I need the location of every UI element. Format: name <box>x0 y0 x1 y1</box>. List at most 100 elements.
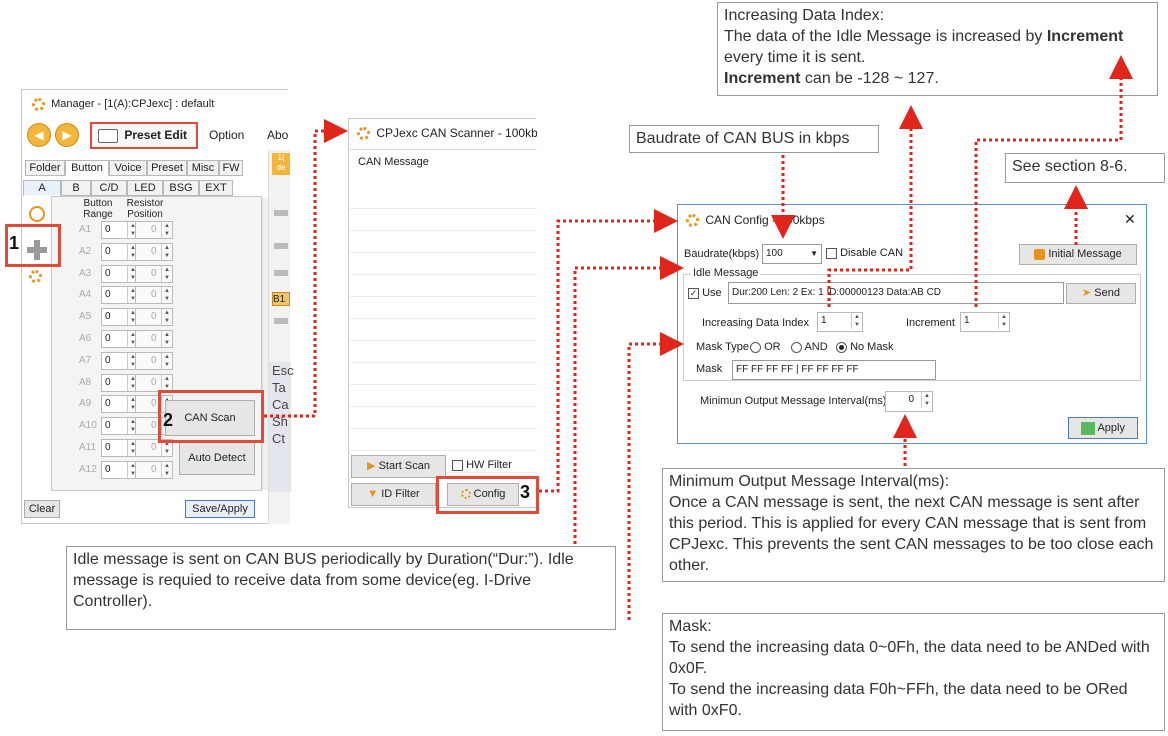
mask-label: Mask <box>696 363 723 375</box>
preset-edit-button[interactable]: Preset Edit <box>90 122 198 149</box>
gears-icon[interactable] <box>29 268 42 286</box>
tab-preset[interactable]: Preset <box>147 160 187 176</box>
interval-stepper[interactable]: 0▲▼ <box>885 391 933 412</box>
stepper-arrows-icon[interactable]: ▲▼ <box>127 461 138 478</box>
disable-can-checkbox[interactable]: Disable CAN <box>826 247 903 259</box>
forward-button[interactable]: ▶ <box>55 123 79 147</box>
stepper-arrows-icon[interactable]: ▲▼ <box>127 331 138 347</box>
tab-button[interactable]: Button <box>65 160 109 176</box>
stepper-arrows-icon[interactable]: ▲▼ <box>161 331 172 347</box>
button-range-stepper[interactable]: 0▲▼ <box>101 308 139 327</box>
can-scan-button[interactable]: CAN Scan <box>165 400 255 436</box>
menu-about[interactable]: Abo <box>267 128 289 142</box>
stepper-arrows-icon[interactable]: ▲▼ <box>161 352 172 369</box>
stepper-arrows-icon[interactable]: ▲▼ <box>127 222 138 238</box>
stepper-arrows-icon[interactable]: ▲▼ <box>161 461 172 478</box>
subtab-ext[interactable]: EXT <box>199 180 233 196</box>
stepper-arrows-icon[interactable]: ▲▼ <box>127 374 138 391</box>
use-checkbox[interactable]: ✓ Use <box>688 287 722 299</box>
tab-voice[interactable]: Voice <box>109 160 147 176</box>
start-scan-button[interactable]: ▶ Start Scan <box>351 455 446 478</box>
stepper-arrows-icon[interactable]: ▲▼ <box>998 313 1009 329</box>
stepper-arrows-icon[interactable]: ▲▼ <box>161 309 172 326</box>
idle-message-input[interactable]: Dur:200 Len: 2 Ex: 1 ID:00000123 Data:AB… <box>728 282 1064 304</box>
mask-none-radio[interactable]: No Mask <box>836 341 893 353</box>
button-range-stepper[interactable]: 0▲▼ <box>101 330 139 348</box>
stepper-arrows-icon[interactable]: ▲▼ <box>161 243 172 260</box>
stepper-arrows-icon[interactable]: ▲▼ <box>127 440 138 456</box>
stepper-arrows-icon[interactable]: ▲▼ <box>161 222 172 238</box>
stepper-arrows-icon[interactable]: ▲▼ <box>161 374 172 391</box>
resistor-position-stepper[interactable]: 0▲▼ <box>135 221 173 239</box>
resistor-position-stepper[interactable]: 0▲▼ <box>135 439 173 457</box>
save-apply-button[interactable]: Save/Apply <box>185 500 255 518</box>
stepper-arrows-icon[interactable]: ▲▼ <box>127 265 138 282</box>
subtab-cd[interactable]: C/D <box>91 180 127 196</box>
list-rule <box>350 406 537 407</box>
button-range-stepper[interactable]: 0▲▼ <box>101 264 139 283</box>
checkbox-icon <box>826 247 837 259</box>
row-label: A9 <box>79 398 92 410</box>
baudrate-select[interactable]: 100 ▼ <box>762 244 822 264</box>
button-range-stepper[interactable]: 0▲▼ <box>101 286 139 305</box>
button-range-stepper[interactable]: 0▲▼ <box>101 460 139 479</box>
checkbox-icon: ✓ <box>688 287 699 299</box>
tab-fw[interactable]: FW <box>219 160 243 176</box>
stepper-arrows-icon[interactable]: ▲▼ <box>127 243 138 260</box>
step2-number: 2 <box>163 410 174 430</box>
button-range-stepper[interactable]: 0▲▼ <box>101 373 139 392</box>
resistor-position-stepper[interactable]: 0▲▼ <box>135 286 173 305</box>
checkbox-icon <box>452 459 463 471</box>
button-range-stepper[interactable]: 0▲▼ <box>101 439 139 457</box>
resistor-position-stepper[interactable]: 0▲▼ <box>135 330 173 348</box>
resistor-position-stepper[interactable]: 0▲▼ <box>135 242 173 261</box>
resistor-position-stepper[interactable]: 0▲▼ <box>135 308 173 327</box>
stepper-arrows-icon[interactable]: ▲▼ <box>127 396 138 413</box>
subtab-a[interactable]: A <box>23 180 61 196</box>
mask-input[interactable]: FF FF FF FF | FF FF FF FF <box>732 360 936 380</box>
back-button[interactable]: ◀ <box>27 123 51 147</box>
resistor-position-stepper[interactable]: 0▲▼ <box>135 351 173 370</box>
button-range-stepper[interactable]: 0▲▼ <box>101 395 139 414</box>
stepper-arrows-icon[interactable]: ▲▼ <box>921 392 932 408</box>
auto-detect-button[interactable]: Auto Detect <box>179 441 255 475</box>
button-range-stepper[interactable]: 0▲▼ <box>101 221 139 239</box>
stepper-arrows-icon[interactable]: ▲▼ <box>127 418 138 435</box>
resistor-position-stepper[interactable]: 0▲▼ <box>135 264 173 283</box>
subtab-led[interactable]: LED <box>127 180 163 196</box>
send-arrow-icon: ➤ <box>1082 287 1092 299</box>
resistor-position-stepper[interactable]: 0▲▼ <box>135 373 173 392</box>
button-range-stepper[interactable]: 0▲▼ <box>101 351 139 370</box>
button-range-stepper[interactable]: 0▲▼ <box>101 417 139 436</box>
button-range-stepper[interactable]: 0▲▼ <box>101 242 139 261</box>
send-button[interactable]: ➤ Send <box>1066 283 1136 304</box>
can-message-list[interactable]: CAN Message <box>350 149 537 473</box>
id-filter-button[interactable]: ▼ ID Filter <box>351 483 436 506</box>
note-idle: Idle message is sent on CAN BUS periodic… <box>66 546 616 630</box>
stepper-arrows-icon[interactable]: ▲▼ <box>161 265 172 282</box>
initial-message-button[interactable]: Initial Message <box>1019 244 1137 265</box>
stepper-arrows-icon[interactable]: ▲▼ <box>127 352 138 369</box>
stepper-arrows-icon[interactable]: ▲▼ <box>127 309 138 326</box>
tab-misc[interactable]: Misc <box>187 160 219 176</box>
apply-button[interactable]: Apply <box>1068 417 1138 439</box>
inc-index-stepper[interactable]: 1▲▼ <box>817 312 863 332</box>
stepper-arrows-icon[interactable]: ▲▼ <box>127 287 138 304</box>
stepper-arrows-icon[interactable]: ▲▼ <box>161 287 172 304</box>
close-icon[interactable]: ✕ <box>1124 211 1136 227</box>
stepper-arrows-icon[interactable]: ▲▼ <box>161 440 172 456</box>
config-button[interactable]: Config <box>447 483 519 506</box>
stepper-arrows-icon[interactable]: ▲▼ <box>851 313 862 329</box>
timer-icon[interactable] <box>29 206 45 222</box>
subtab-b[interactable]: B <box>61 180 91 196</box>
increment-stepper[interactable]: 1▲▼ <box>960 312 1010 332</box>
subtab-bsg[interactable]: BSG <box>163 180 199 196</box>
gears-icon <box>460 489 471 500</box>
mask-and-radio[interactable]: AND <box>791 341 828 353</box>
menu-option[interactable]: Option <box>209 128 245 142</box>
tab-folder[interactable]: Folder <box>25 160 65 176</box>
resistor-position-stepper[interactable]: 0▲▼ <box>135 460 173 479</box>
clear-button[interactable]: Clear <box>24 500 60 518</box>
mask-or-radio[interactable]: OR <box>750 341 781 353</box>
hw-filter-checkbox[interactable]: HW Filter <box>452 459 512 471</box>
